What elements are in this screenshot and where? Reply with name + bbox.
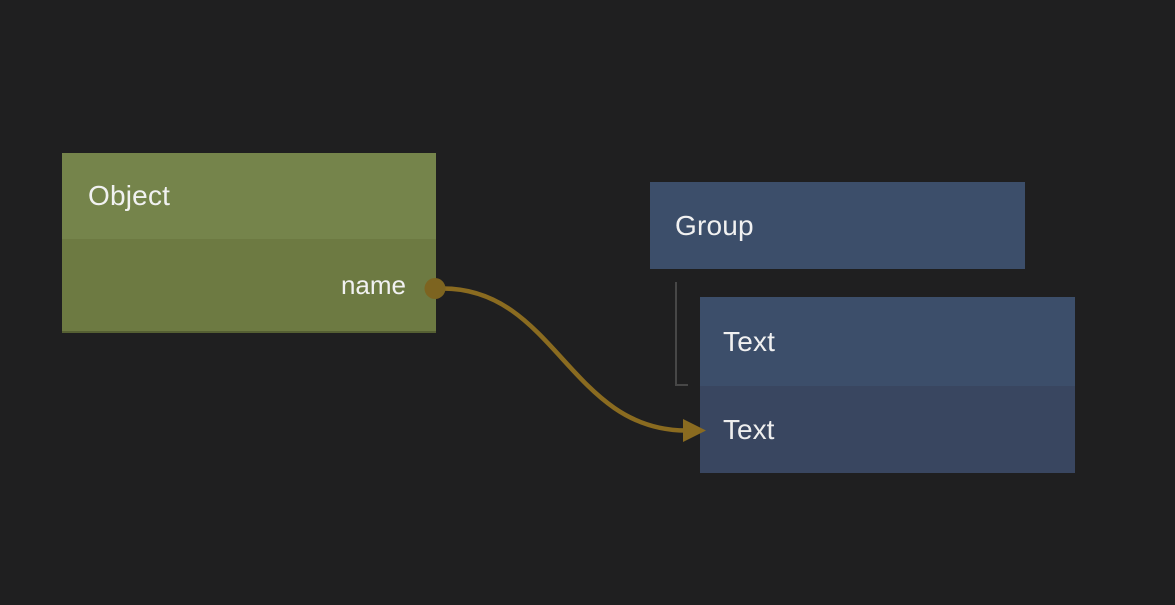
node-text[interactable]: Text Text (700, 297, 1075, 473)
output-port-label: name (340, 269, 406, 300)
node-group-title: Group (675, 209, 754, 241)
node-text-row[interactable]: Text (700, 386, 1075, 473)
hierarchy-connector-line (675, 282, 688, 386)
node-group[interactable]: Group (650, 182, 1025, 269)
node-object-header[interactable]: Object (62, 153, 436, 239)
connection-wire[interactable] (440, 286, 689, 433)
node-text-title: Text (723, 325, 776, 357)
node-text-header[interactable]: Text (700, 297, 1075, 386)
node-object[interactable]: Object name (62, 153, 436, 333)
node-object-body: name (62, 239, 436, 333)
node-text-row-label: Text (723, 413, 775, 445)
node-group-header[interactable]: Group (650, 182, 1025, 269)
node-object-title: Object (88, 180, 171, 211)
